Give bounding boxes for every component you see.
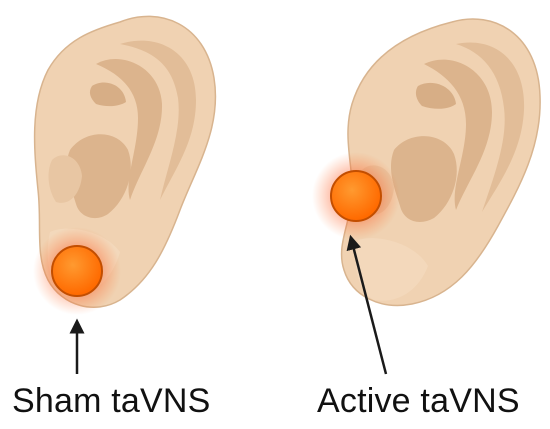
left-ear-fossa <box>89 82 126 107</box>
active-tavns-label: Active taVNS <box>317 382 520 420</box>
left-ear-concha <box>66 134 131 219</box>
electrode-icon-active <box>312 152 400 240</box>
right-ear-antihelix <box>424 59 492 211</box>
right-ear-concha <box>390 136 457 222</box>
left-ear-tragus <box>48 155 82 203</box>
left-ear-helix-shadow <box>120 40 196 200</box>
right-ear-fossa <box>415 82 456 109</box>
right-ear-lobe <box>355 238 428 301</box>
right-ear-helix-shadow <box>456 42 525 213</box>
left-ear-antihelix <box>96 58 163 200</box>
electrode-icon-sham <box>33 227 121 315</box>
sham-tavns-label: Sham taVNS <box>12 382 211 420</box>
arrow-up-icon-active <box>346 234 388 375</box>
